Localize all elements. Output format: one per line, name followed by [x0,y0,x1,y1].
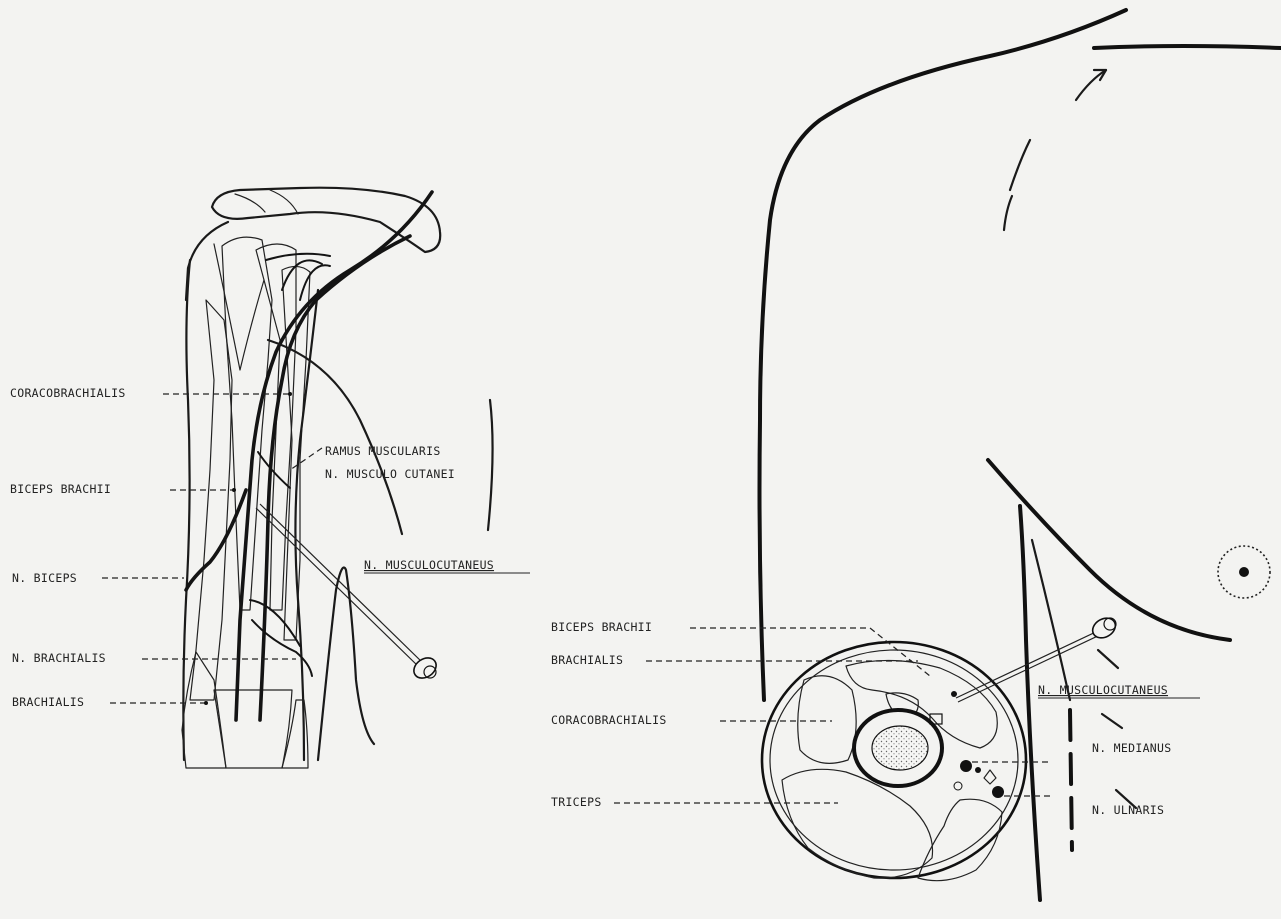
section-n-ulnaris [992,786,1004,798]
label-triceps: TRICEPS [551,795,602,809]
label-brachialis-right: BRACHIALIS [551,653,623,667]
arm-outline-right [295,290,318,760]
label-coracobrachialis-right: CORACOBRACHIALIS [551,713,667,727]
shoulder-top-line [1094,46,1281,48]
label-biceps-brachii-left: BICEPS BRACHII [10,482,111,496]
clavicle [212,188,440,252]
left-labels: CORACOBRACHIALIS RAMUS MUSCULARIS N. MUS… [10,386,530,709]
label-n-biceps: N. BICEPS [12,571,77,585]
biceps-muscle [190,300,232,700]
label-n-medianus: N. MEDIANUS [1092,741,1171,755]
torso-shoulder-line [760,10,1127,700]
label-n-brachialis: N. BRACHIALIS [12,651,106,665]
nipple [1218,546,1270,598]
label-ramus-line2: N. MUSCULO CUTANEI [325,467,455,481]
section-humerus [854,710,942,786]
section-n-medianus [960,760,972,772]
label-ramus-line1: RAMUS MUSCULARIS [325,444,441,458]
brachialis-muscle [182,652,226,768]
label-biceps-brachii-right: BICEPS BRACHII [551,620,652,634]
right-body-drawing [760,10,1281,900]
arm-cross-section [762,642,1026,881]
shoulder-outline [186,222,228,300]
label-brachialis-left: BRACHIALIS [12,695,84,709]
label-n-musculocutaneus-left: N. MUSCULOCUTANEUS [364,558,494,572]
label-coracobrachialis-left: CORACOBRACHIALIS [10,386,126,400]
label-n-ulnaris: N. ULNARIS [1092,803,1164,817]
skin-edge-arc [488,400,493,530]
label-n-musculocutaneus-right: N. MUSCULOCUTANEUS [1038,683,1168,697]
axilla-line [1020,506,1040,900]
coracobrachialis-muscle [222,237,272,610]
